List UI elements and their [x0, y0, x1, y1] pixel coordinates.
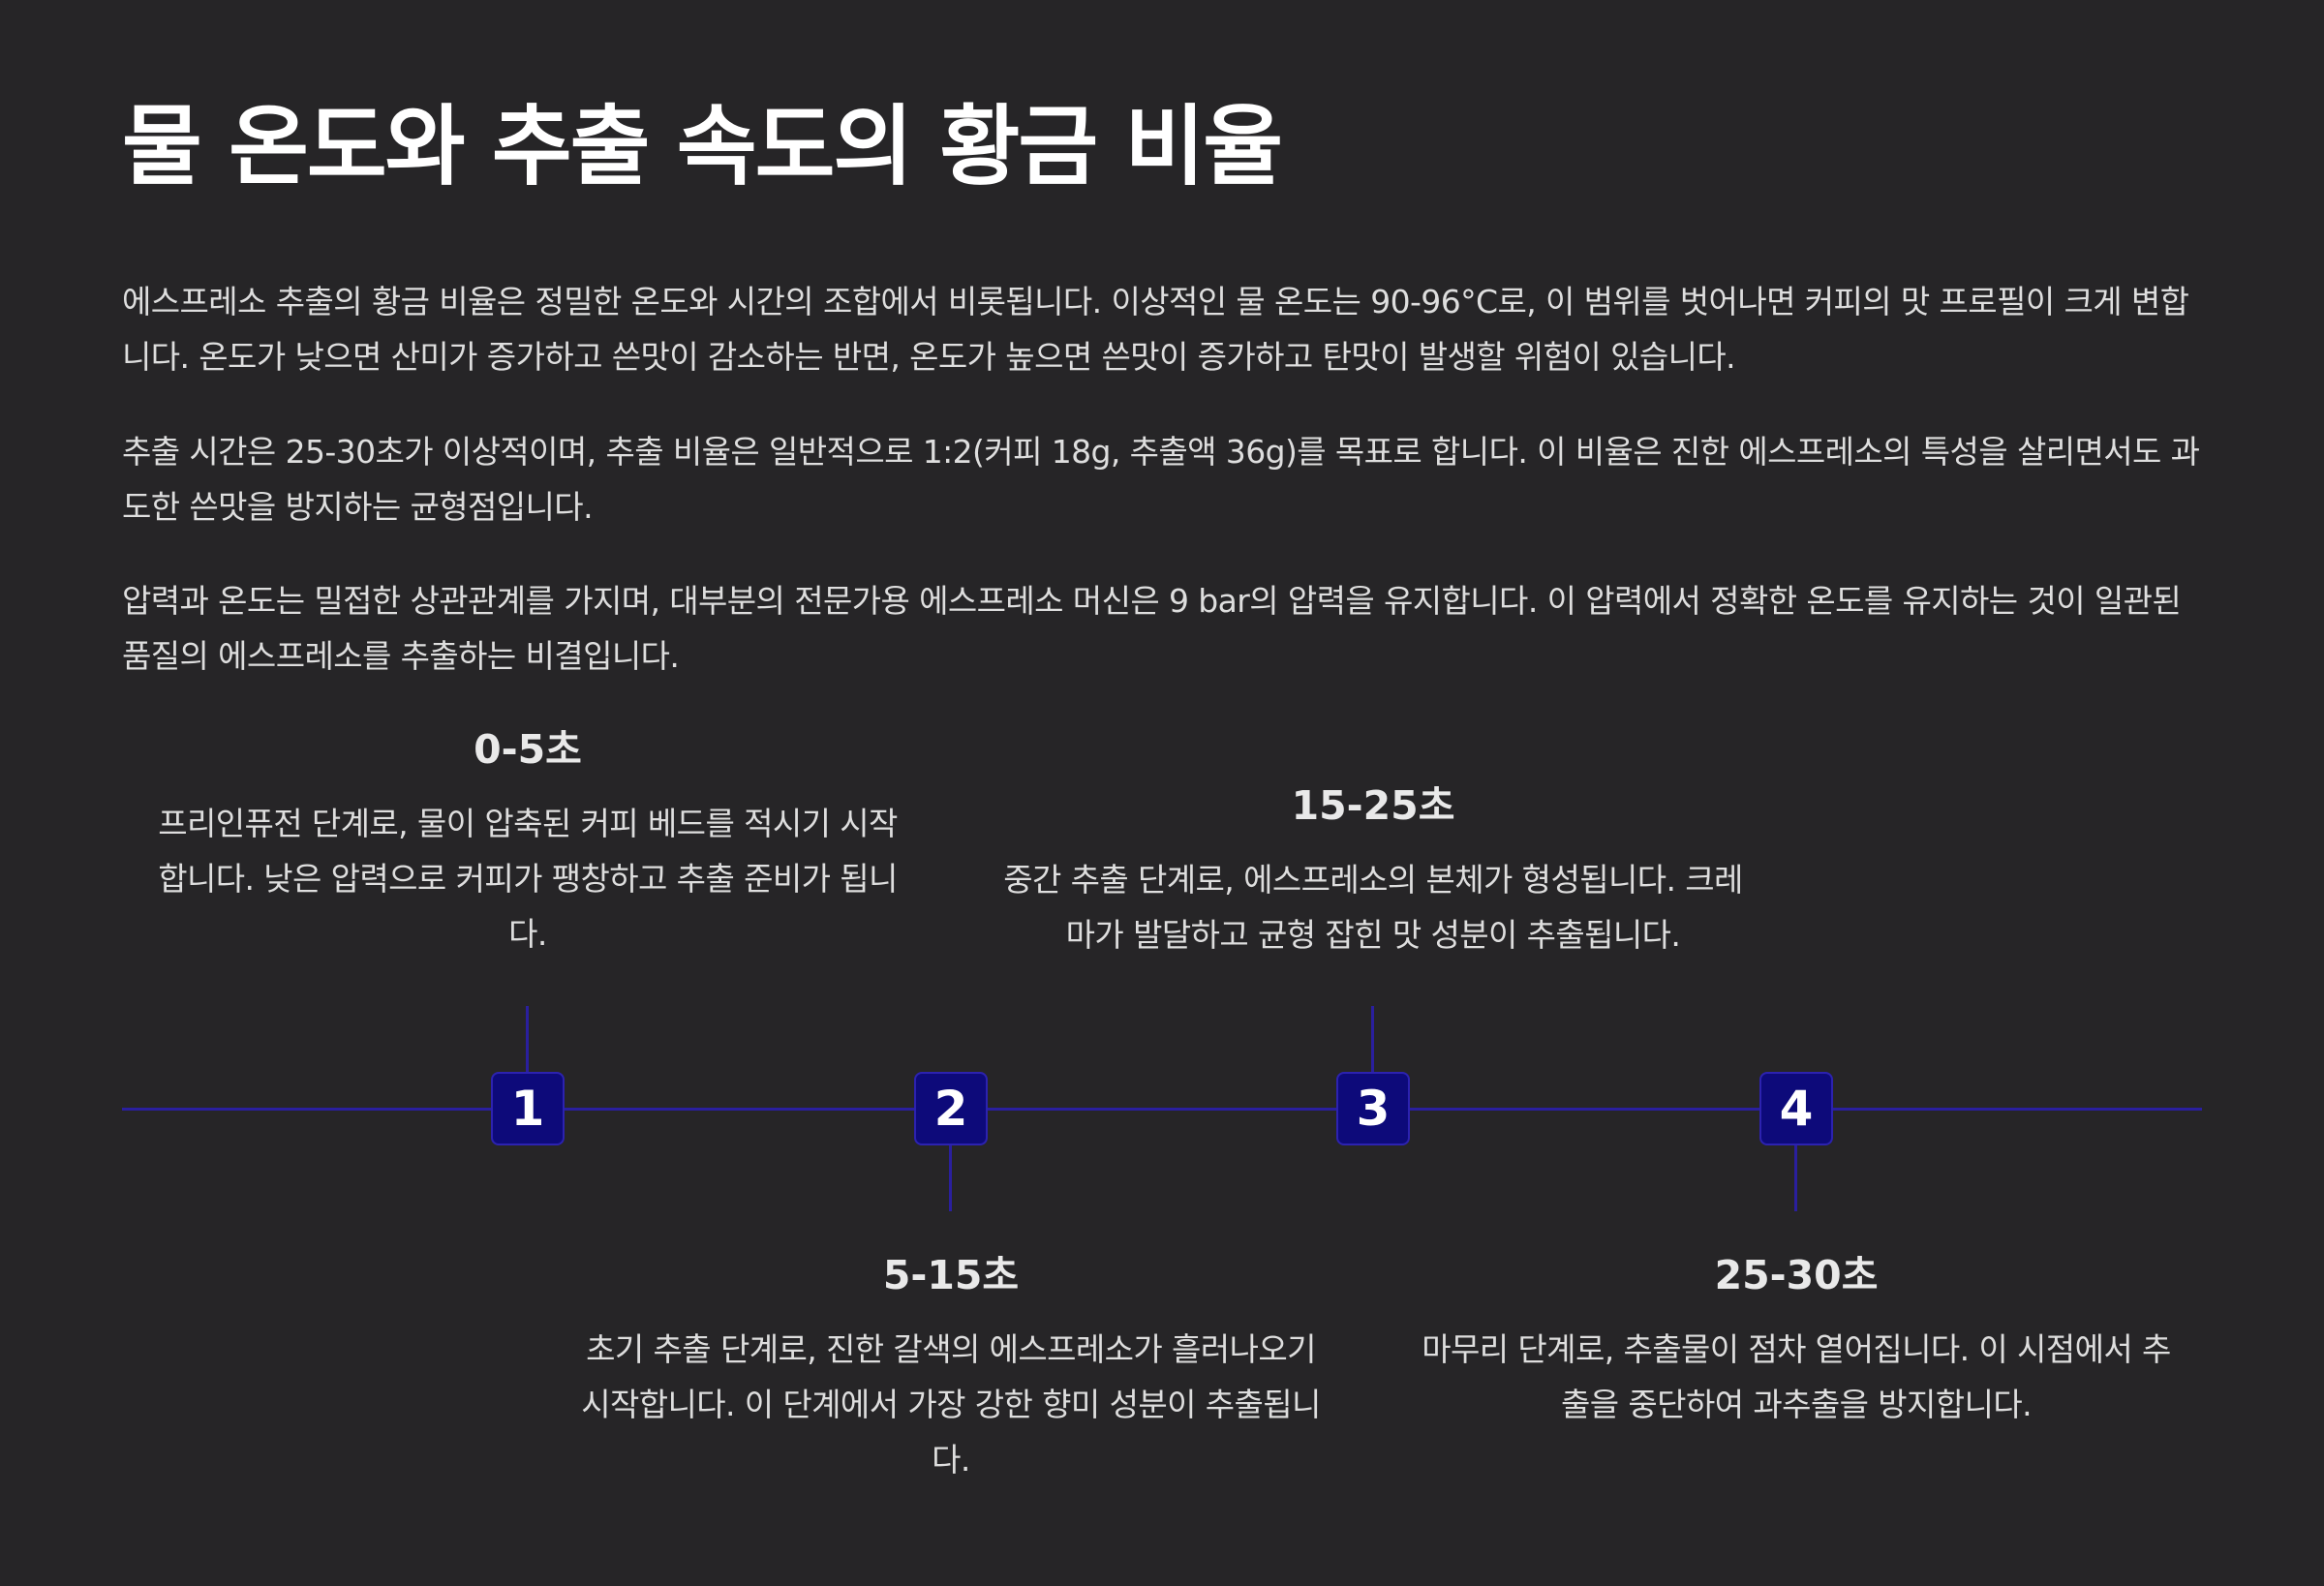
intro-paragraph-extraction-time: 추출 시간은 25-30초가 이상적이며, 추출 비율은 일반적으로 1:2(커…	[122, 433, 2200, 526]
page-title: 물 온도와 추출 속도의 황금 비율	[122, 96, 1283, 198]
timeline-axis-line	[122, 1108, 2202, 1111]
stage-description: 마무리 단계로, 추출물이 점차 옅어집니다. 이 시점에서 추출을 중단하여 …	[1422, 1330, 2171, 1423]
timeline-marker-3: 3	[1336, 1072, 1410, 1145]
timeline-marker-1: 1	[491, 1072, 565, 1145]
timeline-connector-2	[949, 1145, 952, 1211]
timeline-stage-4: 25-30초 마무리 단계로, 추출물이 점차 옅어집니다. 이 시점에서 추출…	[1419, 1248, 2174, 1432]
stage-time-label: 0-5초	[474, 726, 582, 773]
stage-time-label: 15-25초	[1291, 782, 1455, 829]
timeline-connector-4	[1794, 1145, 1797, 1211]
stage-description: 중간 추출 단계로, 에스프레소의 본체가 형성됩니다. 크레마가 발달하고 균…	[1003, 861, 1743, 954]
stage-description: 초기 추출 단계로, 진한 갈색의 에스프레소가 흘러나오기 시작합니다. 이 …	[581, 1330, 1321, 1479]
stage-time-label: 25-30초	[1714, 1252, 1879, 1298]
timeline-marker-4: 4	[1759, 1072, 1833, 1145]
timeline-connector-1	[526, 1006, 529, 1072]
timeline-connector-3	[1371, 1006, 1374, 1072]
intro-paragraph-pressure: 압력과 온도는 밀접한 상관관계를 가지며, 대부분의 전문가용 에스프레소 머…	[122, 582, 2182, 675]
timeline-stage-3: 15-25초 중간 추출 단계로, 에스프레소의 본체가 형성됩니다. 크레마가…	[995, 778, 1751, 962]
stage-description: 프리인퓨전 단계로, 물이 압축된 커피 베드를 적시기 시작합니다. 낮은 압…	[158, 805, 898, 953]
intro-paragraph-temperature: 에스프레소 추출의 황금 비율은 정밀한 온도와 시간의 조합에서 비롯됩니다.…	[122, 283, 2189, 376]
timeline-marker-2: 2	[914, 1072, 988, 1145]
stage-time-label: 5-15초	[882, 1252, 1020, 1298]
timeline-stage-2: 5-15초 초기 추출 단계로, 진한 갈색의 에스프레소가 흘러나오기 시작합…	[573, 1248, 1329, 1487]
timeline-stage-1: 0-5초 프리인퓨전 단계로, 물이 압축된 커피 베드를 적시기 시작합니다.…	[150, 722, 905, 961]
